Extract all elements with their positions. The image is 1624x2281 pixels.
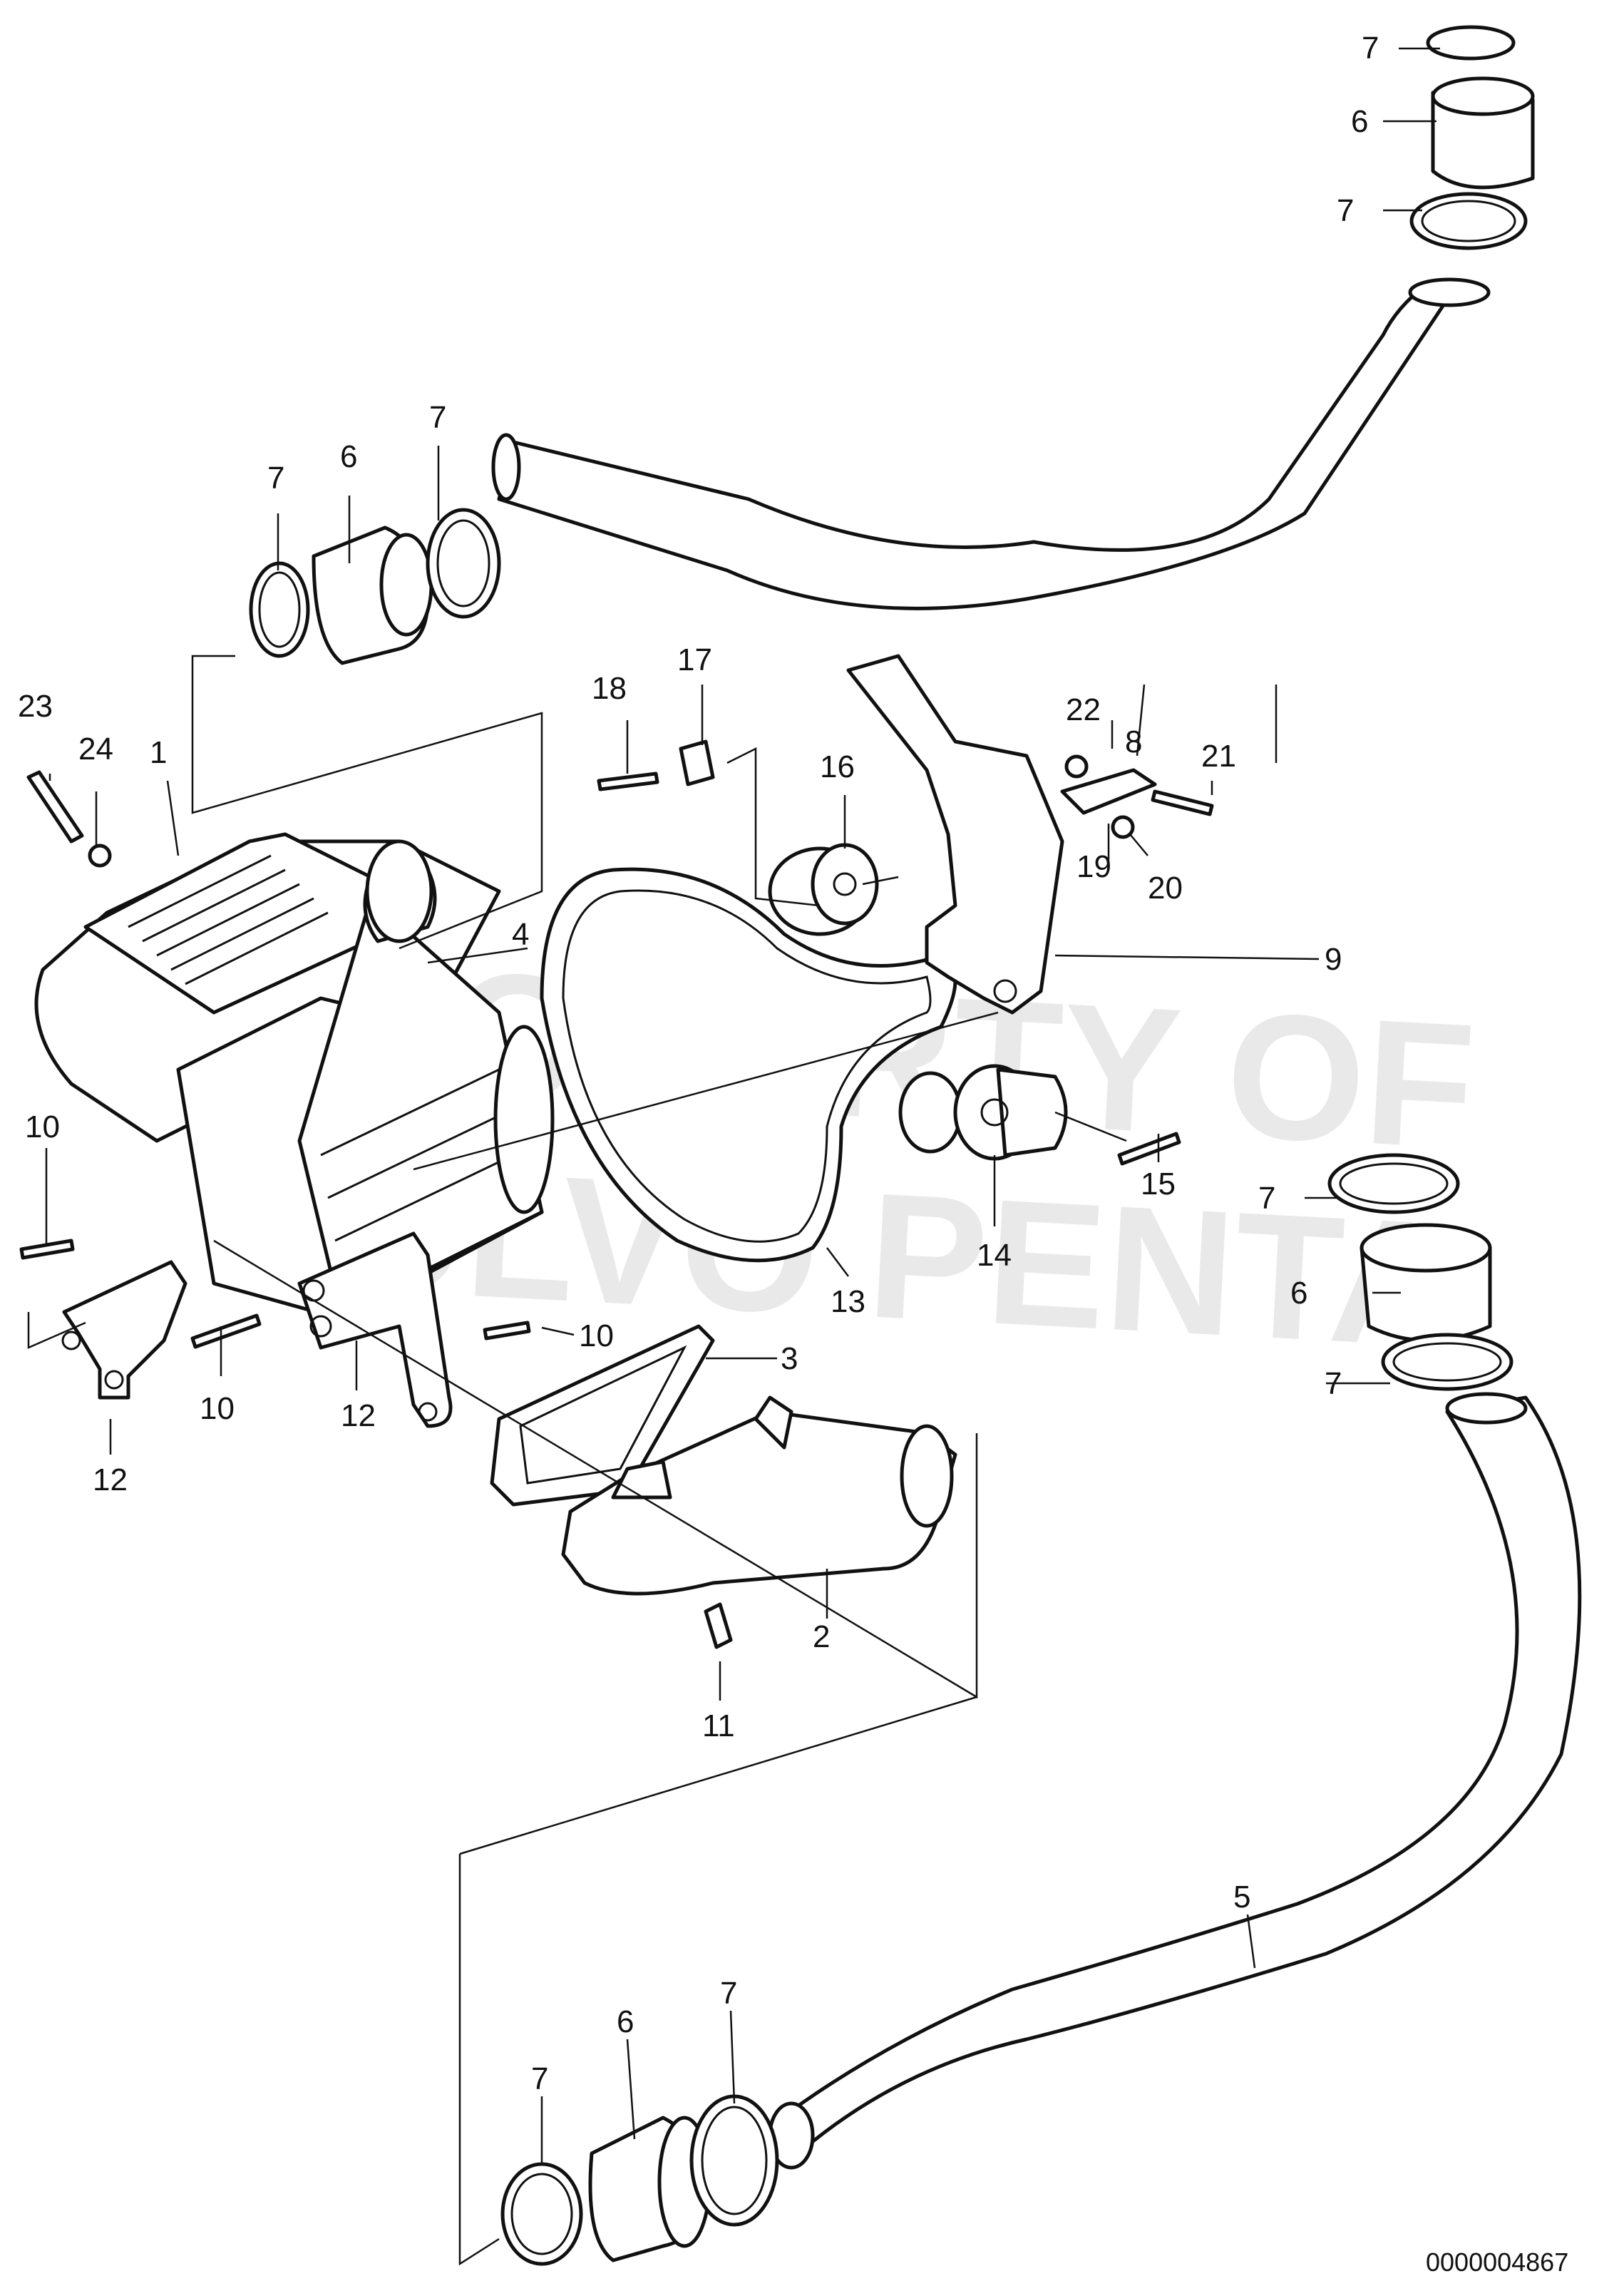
upper-right-sleeve (1409, 25, 1535, 250)
idler-pulley (768, 843, 879, 936)
callout-5: 5 (1233, 1880, 1250, 1914)
document-number: 0000004867 (1426, 2247, 1568, 2277)
small-bracket (1060, 768, 1157, 815)
upper-left-sleeve (249, 508, 501, 665)
callout-7: 7 (1258, 1181, 1275, 1216)
callout-13: 13 (831, 1284, 865, 1319)
callout-19: 19 (1076, 849, 1111, 884)
callout-numbers: 7 6 7 6 7 7 23 24 1 4 18 17 16 22 8 21 1… (18, 31, 1379, 2096)
callout-18: 18 (592, 671, 627, 706)
callout-1: 1 (150, 735, 167, 770)
callout-12: 12 (341, 1398, 376, 1433)
callout-7: 7 (1337, 193, 1354, 228)
callout-17: 17 (677, 642, 712, 677)
lower-right-sleeve (1327, 1153, 1513, 1391)
callout-10: 10 (25, 1109, 60, 1144)
callout-20: 20 (1148, 871, 1183, 906)
callout-12: 12 (93, 1462, 128, 1497)
mount-brackets (61, 1231, 453, 1428)
lower-air-hose (768, 1392, 1582, 2170)
bolts (19, 739, 1214, 1649)
callout-24: 24 (78, 732, 113, 767)
callout-9: 9 (1325, 942, 1342, 977)
reference-lines (27, 655, 1127, 2266)
callout-8: 8 (1125, 724, 1142, 759)
callout-leaders (45, 47, 1440, 2164)
callout-6: 6 (1351, 104, 1368, 139)
intake-manifold (561, 1395, 957, 1596)
callout-7: 7 (720, 1976, 737, 2011)
callout-21: 21 (1201, 739, 1236, 774)
callout-2: 2 (813, 1619, 830, 1654)
belt-tensioner (898, 1064, 1068, 1161)
callout-6: 6 (340, 439, 357, 474)
callout-4: 4 (512, 917, 529, 952)
callout-7: 7 (267, 461, 284, 496)
callout-6: 6 (1290, 1276, 1307, 1311)
lower-left-sleeve (500, 2094, 779, 2266)
supercharger-housing (34, 832, 555, 1321)
callout-7: 7 (1325, 1366, 1342, 1401)
tensioner-bracket (846, 654, 1064, 1015)
callout-6: 6 (617, 2004, 634, 2039)
upper-air-hose (491, 277, 1491, 610)
callout-10: 10 (579, 1318, 614, 1353)
callout-7: 7 (531, 2061, 548, 2096)
callout-10: 10 (200, 1391, 235, 1426)
callout-16: 16 (820, 749, 855, 784)
callout-23: 23 (18, 689, 53, 724)
callout-7: 7 (1362, 31, 1379, 66)
callout-14: 14 (977, 1238, 1012, 1273)
callout-15: 15 (1141, 1167, 1176, 1201)
callout-3: 3 (781, 1341, 798, 1376)
callout-11: 11 (702, 1708, 735, 1743)
callout-22: 22 (1066, 692, 1101, 727)
callout-7: 7 (429, 400, 446, 435)
